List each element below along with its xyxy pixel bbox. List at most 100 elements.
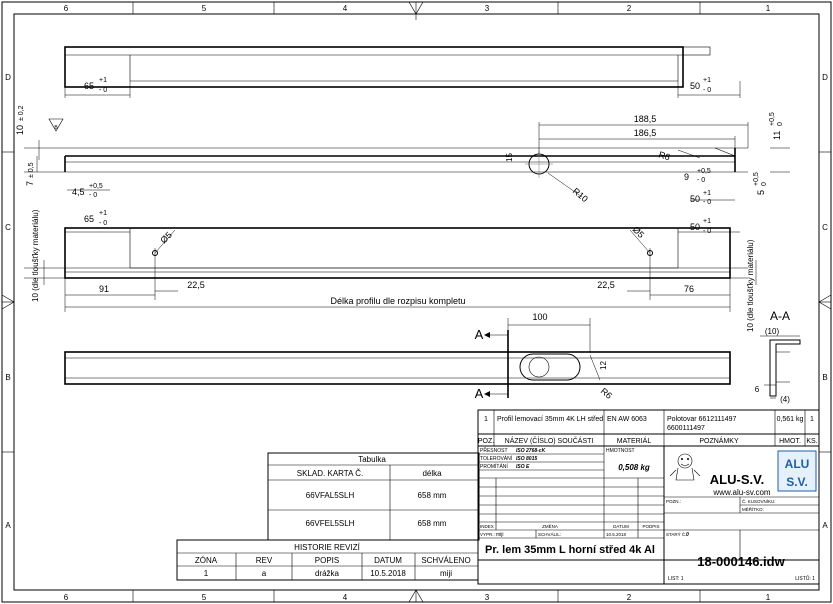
zone-label-bottom-6: 6 [64,593,69,602]
tb-presnost-value: ISO 2768-cK [516,448,546,454]
section-dim-12: 12 [599,361,608,370]
row-label-left-C: C [5,223,11,232]
parts-header-poz: POZ. [478,438,494,445]
tb-stary-value: 0 [686,532,689,538]
section-marker-bottom: A [475,386,484,401]
row-label-right-D: D [822,73,828,82]
bottom-side-note-right: 10 (dle tloušťky materiálu) [746,239,755,332]
center-mark-right [818,294,832,310]
mid-dim-r10: R10 [571,186,590,204]
stock-table-col1: SKLAD. KARTA Č. [297,469,363,478]
bottom-dim-50: 50 [690,222,700,232]
top-view: 65 +1 - 0 50 +1 - 0 [64,46,741,98]
mid-dim-r6: R6 [657,149,671,162]
tb-schvalil-label: SCHVÁLIL: [538,531,561,537]
company-logo-icon: ALU S.V. [777,450,817,492]
tb-index-label: INDEX [480,524,494,529]
top-dim-50-tol-down: - 0 [703,87,711,94]
logo-text-top: ALU [785,457,810,471]
zone-label-bottom-3: 3 [485,593,490,602]
section-aa-dim-6: 6 [755,385,760,394]
mid-dim-5-tol-up: +0,5 [753,172,760,186]
parts-row-material: EN AW 6063 [607,416,647,423]
section-dim-r6: R6 [599,386,614,401]
mid-dim-7: 7 [25,181,35,186]
mid-dim-9: 9 [684,172,689,182]
tb-tolerovani-label: TOLEROVÁNÍ [480,455,513,462]
top-dim-65: 65 [84,81,94,91]
mid-dim-5: 5 [756,190,766,195]
parts-row-poz: 1 [484,416,488,423]
tb-kusovnik-label: Č. KUSOVNÍKU: [742,498,776,504]
revision-header-schvaleno: SCHVÁLENO [421,556,470,565]
logo-text-bottom: S.V. [786,475,808,489]
tb-promitani-label: PROMÍTÁNÍ [480,463,508,470]
bottom-dim-22-5-left: 22,5 [187,280,205,290]
mid-dim-50: 50 [690,194,700,204]
stock-table-row2-length: 658 mm [418,519,447,528]
title-block: PŘESNOST ISO 2768-cK TOLEROVÁNÍ ISO 8015… [477,445,820,585]
zone-label-top-5: 5 [202,4,207,13]
parts-row-note-1: Polotovar 6612111497 [667,416,737,423]
bottom-dim-91: 91 [99,284,109,294]
mid-dim-10-tol: ± 0,2 [18,105,25,121]
top-dim-65-tol-up: +1 [99,77,107,84]
zone-label-bottom-4: 4 [343,593,348,602]
parts-header-name: NÁZEV (ČÍSLO) SOUČÁSTI [505,436,594,445]
revision-row-zona: 1 [204,569,209,578]
drawing-title: Pr. lem 35mm L horní střed 4k Al [485,544,655,556]
zone-label-top-3: 3 [485,4,490,13]
revision-header-zona: ZÓNA [195,556,218,565]
revision-header-rev: REV [256,556,273,565]
center-mark-bottom [408,589,424,603]
tb-datum-label: DATUM [613,524,629,529]
company-name: ALU-S.V. [710,472,764,487]
bottom-total-length: Délka profilu dle rozpisu kompletu [330,296,465,306]
bottom-view: 65 +1 - 0 50 +1 - 0 Ø5 Ø5 91 22,5 22,5 7… [24,209,757,332]
revision-triangle [48,118,64,132]
mid-dim-50-tol-down: - 0 [703,199,711,206]
parts-header-notes: POZNÁMKY [699,436,739,445]
zone-label-bottom-5: 5 [202,593,207,602]
parts-list: 1 Profil lemovací 35mm 4K LH střed EN AW… [477,409,820,447]
bottom-dim-50-tol-up: +1 [703,218,711,225]
row-label-right-C: C [822,223,828,232]
revision-history-title: HISTORIE REVIZÍ [294,543,360,552]
tb-stary-label: STARÝ Č.: [666,531,688,537]
stock-table-col2: délka [422,469,442,478]
mid-dim-15: 15 [505,153,514,162]
top-dim-50-tol-up: +1 [703,77,711,84]
stock-table-row2-code: 66VFEL5SLH [306,519,355,528]
bottom-hole-right-dia: Ø5 [631,224,647,240]
parts-row-qty: 1 [810,416,814,423]
bottom-dim-22-5-right: 22,5 [597,280,615,290]
stock-table-row1-length: 658 mm [418,491,447,500]
tb-podpis-label: PODPIS [642,524,659,529]
tb-vypr-value: miji [496,532,504,538]
middle-view: B 10 ± 0,2 7 ± 0,5 4,5 +0,5 - 0 188,5 18… [15,105,790,206]
parts-row-note-2: 6600111497 [667,425,705,432]
mid-dim-11: 11 [772,131,782,140]
revision-row-popis: drážka [315,569,340,578]
company-website: www.alu-sv.com [712,488,771,497]
section-aa-dim-4: (4) [780,395,790,404]
section-aa-title: A-A [770,309,790,323]
tb-hmotnost-value: 0,508 kg [618,463,650,472]
tb-listu-label: LISTŮ: 1 [795,575,815,582]
section-aa-dim-10: (10) [765,327,780,336]
mid-dim-10: 10 [15,125,25,135]
top-dim-65-tol-down: - 0 [99,87,107,94]
zone-label-top-2: 2 [627,4,632,13]
tb-pozn-label: POZN.: [666,499,681,504]
tb-vypr-label: VYPR.: [480,532,495,537]
row-label-right-B: B [822,373,827,382]
mid-dim-50-tol-up: +1 [703,190,711,197]
mid-dim-5-tol-down: 0 [761,182,768,186]
stock-table: Tabulka SKLAD. KARTA Č. délka 66VFAL5SLH… [267,452,480,541]
zone-label-top-1: 1 [766,4,771,13]
mid-dim-9-tol-up: +0,5 [697,168,711,175]
mid-dim-186-5: 186,5 [634,128,657,138]
parts-header-material: MATERIÁL [617,436,652,445]
